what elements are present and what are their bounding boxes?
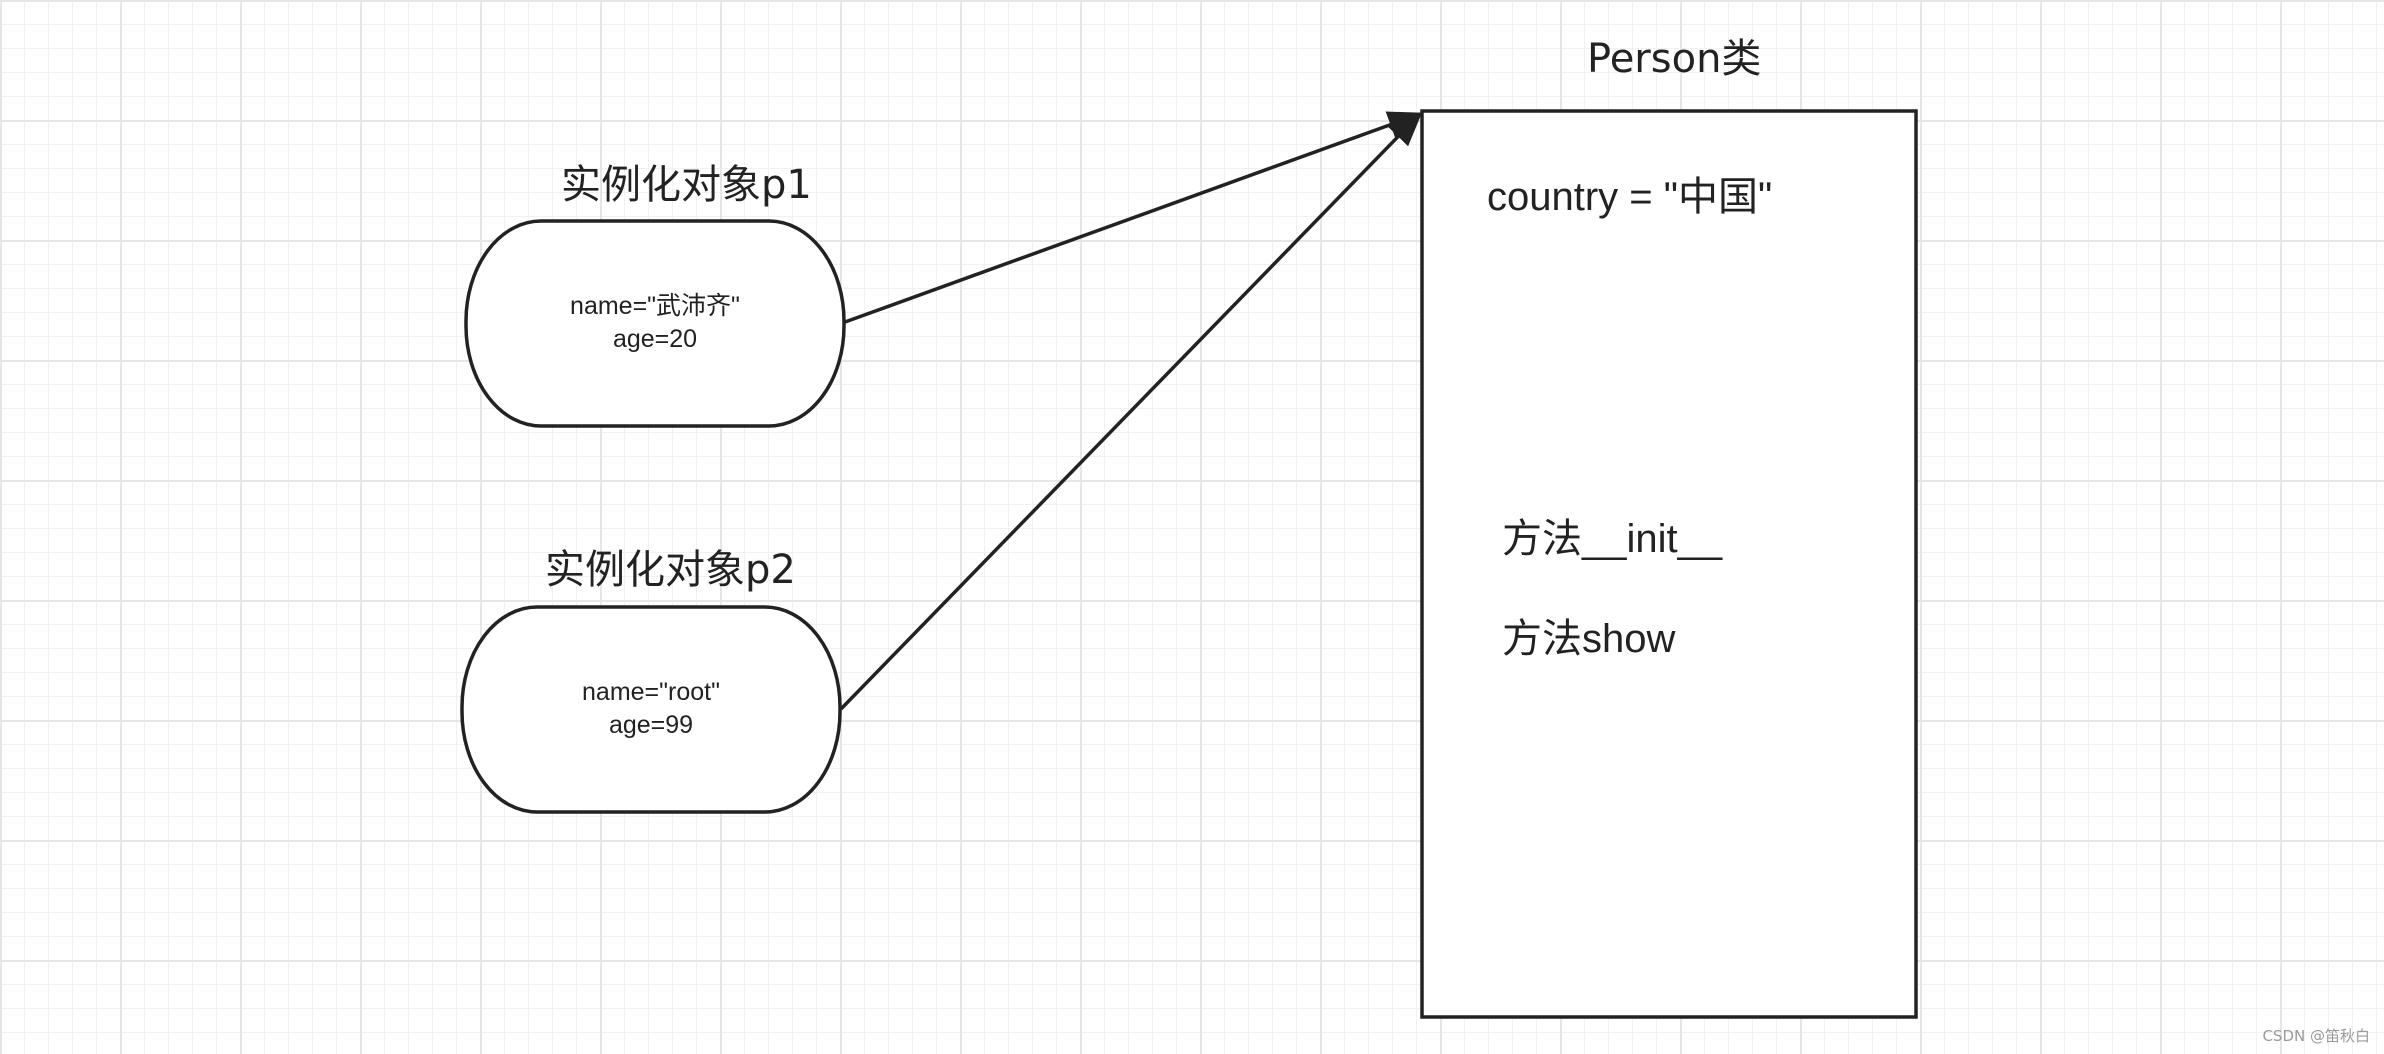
object-p1-title: 实例化对象p1 [561, 162, 812, 208]
object-p1-attributes: name="武沛齐" age=20 [466, 290, 844, 356]
object-p1-age: age=20 [612, 325, 698, 353]
object-p1-node[interactable] [464, 219, 846, 428]
object-p2-name: name="root" [582, 678, 720, 706]
person-class-method-show: 方法show [1502, 617, 1676, 661]
object-p2-node[interactable] [460, 605, 842, 814]
person-class-title: Person类 [1587, 36, 1762, 82]
object-p2-attributes: name="root" age=99 [462, 676, 840, 742]
person-class-method-init: 方法__init__ [1502, 517, 1723, 561]
arrow-p1-to-person[interactable] [844, 111, 1424, 324]
object-p1-name: name="武沛齐" [570, 292, 740, 320]
arrow-p2-to-person[interactable] [839, 111, 1423, 711]
person-class-box[interactable] [1420, 109, 1918, 1019]
watermark: CSDN @笛秋白 [2262, 1027, 2370, 1045]
person-class-field-country: country = "中国" [1487, 175, 1773, 219]
object-p2-title: 实例化对象p2 [545, 547, 796, 593]
object-p2-age: age=99 [608, 711, 694, 739]
